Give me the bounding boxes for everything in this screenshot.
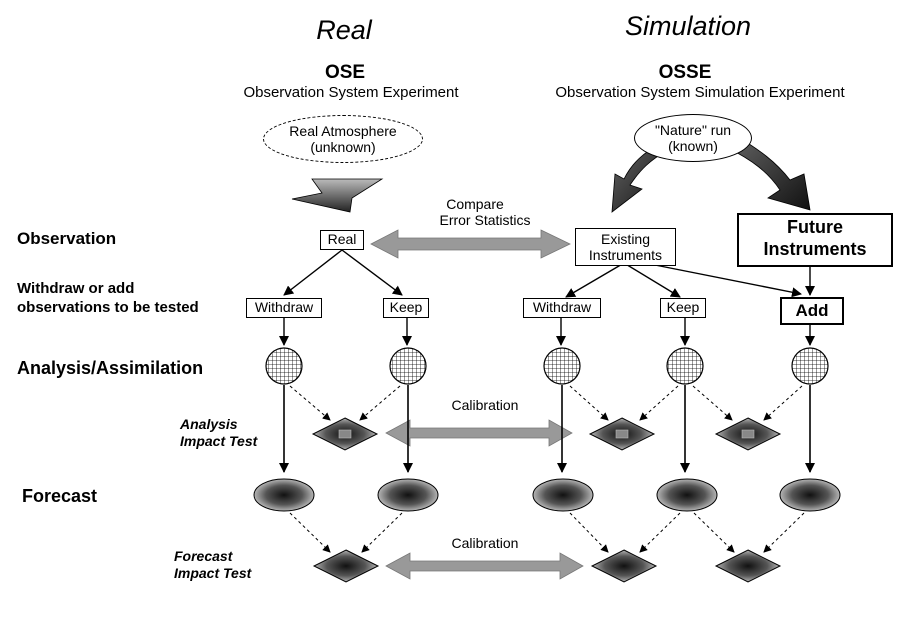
- assimilation-node-3: [543, 347, 581, 385]
- assimilation-node-4: [666, 347, 704, 385]
- existing-instruments-line2: Instruments: [588, 247, 663, 264]
- row-label-analysis-assimilation: Analysis/Assimilation: [17, 358, 204, 378]
- future-instruments-line1: Future: [787, 217, 843, 237]
- row-label-withdraw-line2: observations to be tested: [17, 299, 199, 316]
- row-label-withdraw-line1: Withdraw or add: [17, 280, 135, 297]
- analysis-calibration-arrow: [385, 419, 573, 447]
- row-label-forecast-impact-1: Forecast: [174, 548, 233, 564]
- assimilation-node-2: [389, 347, 427, 385]
- nature-run-line1: "Nature" run: [654, 122, 732, 138]
- row-label-forecast-impact-2: Impact Test: [174, 565, 252, 581]
- forecast-impact-diamond-3: [714, 549, 782, 583]
- real-atmosphere-oval: Real Atmosphere (unknown): [263, 115, 423, 163]
- osse-subtitle: Observation System Simulation Experiment: [555, 84, 845, 101]
- forecast-impact-diamond-2: [590, 549, 658, 583]
- existing-instruments-line1: Existing: [600, 231, 651, 247]
- row-label-analysis-impact-1: Analysis: [180, 416, 238, 432]
- forecast-node-4: [656, 478, 718, 512]
- nature-run-oval: "Nature" run (known): [634, 114, 752, 162]
- real-observation-box: Real: [320, 230, 364, 250]
- future-instruments-box: Future Instruments: [737, 213, 893, 267]
- compare-error-statistics-arrow: [370, 229, 571, 259]
- analysis-calibration-label: Calibration: [451, 397, 519, 413]
- ose-title: OSE: [324, 62, 366, 83]
- ose-subtitle: Observation System Experiment: [243, 84, 459, 101]
- real-withdraw-box: Withdraw: [246, 298, 322, 318]
- header-simulation: Simulation: [624, 11, 752, 41]
- header-real: Real: [316, 15, 372, 45]
- forecast-node-1: [253, 478, 315, 512]
- nature-run-line2: (known): [668, 138, 718, 155]
- forecast-node-2: [377, 478, 439, 512]
- assimilation-node-1: [265, 347, 303, 385]
- assimilation-node-5: [791, 347, 829, 385]
- forecast-calibration-arrow: [385, 552, 584, 580]
- existing-instruments-box: Existing Instruments: [575, 228, 676, 266]
- row-label-observation: Observation: [17, 229, 117, 248]
- compare-label-1: Compare: [446, 196, 504, 212]
- real-atmosphere-line2: (unknown): [310, 139, 376, 156]
- row-label-forecast: Forecast: [22, 486, 98, 506]
- real-atmosphere-line1: Real Atmosphere: [289, 123, 397, 139]
- forecast-node-3: [532, 478, 594, 512]
- forecast-calibration-label: Calibration: [451, 535, 519, 551]
- sim-withdraw-box: Withdraw: [523, 298, 601, 318]
- compare-label-2: Error Statistics: [439, 212, 531, 228]
- future-instruments-line2: Instruments: [763, 238, 867, 259]
- real-source-arrow: [291, 178, 384, 213]
- osse-title: OSSE: [658, 62, 712, 83]
- row-label-analysis-impact-2: Impact Test: [180, 433, 258, 449]
- sim-keep-box: Keep: [660, 298, 706, 318]
- forecast-impact-diamond-1: [312, 549, 380, 583]
- nature-to-future-arrow: [727, 133, 811, 211]
- real-keep-box: Keep: [383, 298, 429, 318]
- add-box: Add: [780, 297, 844, 325]
- forecast-node-5: [779, 478, 841, 512]
